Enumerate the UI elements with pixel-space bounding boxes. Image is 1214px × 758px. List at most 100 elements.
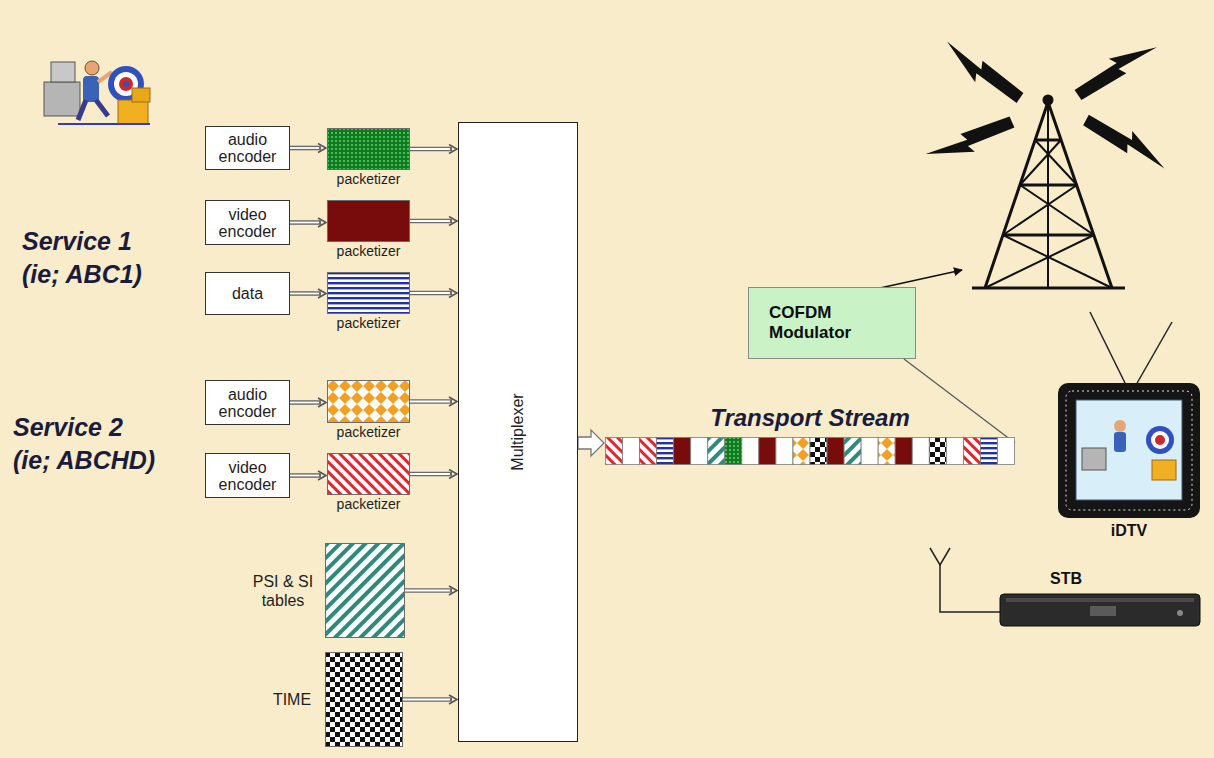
pattern-block	[327, 453, 410, 495]
tv-cabinet	[1058, 383, 1200, 518]
connector	[290, 222, 321, 223]
box-label: audio encoder	[211, 131, 284, 165]
packetizer-box: packetizer	[327, 380, 410, 423]
double-arrow	[290, 473, 321, 478]
double-arrow-core	[290, 402, 319, 404]
box-label: video encoder	[211, 459, 284, 493]
packet-cell	[912, 438, 929, 465]
connector	[410, 149, 452, 150]
pattern-fill	[328, 454, 410, 495]
packet-cell	[980, 438, 997, 465]
device-label: iDTV	[1079, 521, 1179, 540]
packet-cell	[861, 438, 878, 465]
double-arrow	[405, 588, 452, 593]
packetizer-box: packetizer	[327, 200, 410, 242]
figure-leg	[78, 100, 86, 120]
connector	[904, 359, 1015, 443]
pattern-fill	[328, 273, 410, 314]
tv-antenna	[1090, 312, 1126, 385]
pattern-fill	[328, 129, 410, 170]
tower-brace	[1020, 184, 1077, 187]
packet-cell	[793, 438, 810, 465]
stb-antenna	[930, 548, 950, 565]
connector	[410, 293, 452, 294]
stb-highlight	[1006, 598, 1194, 602]
radio-waves	[924, 32, 1173, 172]
pattern-block	[327, 128, 410, 170]
encoder-box: video encoder	[205, 200, 290, 245]
screen-target	[1146, 426, 1174, 454]
tower-mast	[1047, 102, 1049, 288]
connector	[290, 475, 321, 476]
double-arrow	[410, 472, 452, 477]
modulator-label: COFDM Modulator	[769, 303, 894, 343]
tv-screen	[1076, 400, 1182, 500]
double-arrow-core	[410, 148, 450, 150]
packet-cell	[725, 438, 742, 465]
packet-cell	[895, 438, 912, 465]
packet-cell	[623, 438, 640, 465]
double-arrow	[290, 291, 321, 296]
double-arrow	[403, 697, 452, 702]
tower-brace	[1020, 185, 1094, 235]
encoder-box: audio encoder	[205, 126, 290, 170]
double-arrow	[410, 291, 452, 296]
target	[119, 77, 133, 91]
stb-display	[1090, 606, 1116, 616]
device-label: STB	[1030, 569, 1102, 588]
tower-brace	[1003, 234, 1094, 237]
packet-cell	[929, 438, 946, 465]
set-top-box	[930, 548, 1200, 626]
broadcast-arrow	[880, 270, 962, 288]
packet-cell	[657, 438, 674, 465]
tower-brace	[1003, 185, 1077, 235]
double-arrow-core	[290, 147, 319, 149]
box-label: data	[232, 285, 263, 302]
screen-target	[1151, 431, 1169, 449]
machine-block	[44, 82, 80, 116]
stb-button	[1177, 610, 1183, 616]
connector	[410, 474, 452, 475]
lightning-bolt	[924, 113, 1017, 171]
pattern-fill	[328, 201, 410, 242]
multiplexer-label: Multiplexer	[509, 393, 527, 470]
cartoon-illustration	[44, 61, 150, 124]
ground-line	[58, 123, 150, 125]
target	[123, 81, 129, 87]
pattern-fill	[328, 381, 410, 423]
tv-set	[1058, 312, 1200, 518]
stb-cable	[940, 565, 1000, 612]
double-arrow-core	[403, 699, 450, 701]
stb-case	[1000, 594, 1200, 626]
packet-row	[605, 437, 1015, 465]
double-arrow-core	[410, 220, 450, 222]
modulator-box: COFDM Modulator	[748, 287, 916, 359]
tower-brace	[1003, 235, 1112, 288]
encoder-box: video encoder	[205, 453, 290, 498]
double-arrow	[290, 400, 321, 405]
double-arrow-core	[405, 590, 450, 592]
double-arrow	[290, 220, 321, 225]
connector-line	[904, 359, 1015, 443]
double-arrow-core	[290, 293, 319, 295]
packet-cell	[810, 438, 827, 465]
connector	[290, 293, 321, 294]
table-label: TIME	[267, 690, 317, 709]
packetizer-box: packetizer	[327, 128, 410, 170]
figure-body	[83, 76, 99, 102]
packet-cell	[844, 438, 861, 465]
packet-cell	[674, 438, 691, 465]
connector	[410, 221, 452, 222]
packet-cell	[776, 438, 793, 465]
lightning-bolt	[937, 38, 1026, 108]
packet-cell	[742, 438, 759, 465]
machine-block	[51, 62, 75, 82]
packetizer-label: packetizer	[327, 171, 410, 187]
pattern-block	[325, 652, 403, 747]
tower-tip	[1044, 96, 1052, 104]
service-name: Service 1	[22, 226, 132, 256]
tv-rim	[1066, 391, 1192, 510]
double-arrow	[290, 146, 321, 151]
screen-parcel	[1152, 460, 1176, 480]
